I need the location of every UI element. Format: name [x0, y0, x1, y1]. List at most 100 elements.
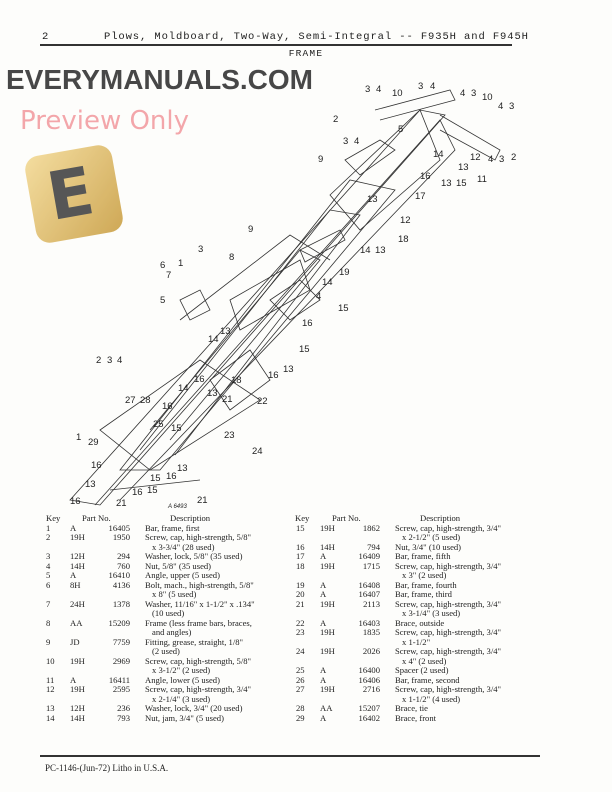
callout-label: 15 — [299, 344, 310, 355]
callout-label: 18 — [231, 375, 242, 386]
part-number-cell: 16405 — [108, 522, 130, 533]
callout-label: 15 — [147, 485, 158, 496]
part-prefix-cell: 19H — [320, 646, 335, 656]
part-prefix-cell: 19H — [320, 560, 335, 571]
callout-label: 14 — [360, 245, 371, 256]
callout-label: 16 — [162, 401, 173, 412]
callout-label: 15 — [150, 473, 161, 484]
part-prefix-cell: A — [320, 551, 327, 561]
part-number-cell: 16403 — [358, 617, 380, 628]
key-cell: 11 — [46, 674, 55, 685]
description-line: Screw, cap, high-strength, 3/4" — [395, 627, 502, 637]
part-number-cell: 1862 — [362, 522, 380, 533]
callout-label: 25 — [153, 419, 164, 430]
callout-label: 13 — [207, 388, 218, 399]
description-line: Nut, 3/4" (10 used) — [395, 541, 462, 552]
key-cell: 21 — [296, 598, 305, 609]
callout-label: 3 — [471, 88, 476, 99]
callout-label: 13 — [458, 162, 469, 173]
part-number-cell: 2113 — [363, 598, 380, 609]
part-prefix-cell: AA — [70, 617, 83, 628]
part-prefix-cell: A — [320, 712, 327, 723]
key-cell: 3 — [46, 551, 51, 561]
watermark-logo-letter: E — [41, 152, 100, 236]
watermark-brand: EVERYMANUALS.COM — [6, 64, 313, 95]
description-line: Screw, cap, high-strength, 5/8" — [145, 655, 252, 666]
key-cell: 23 — [296, 627, 305, 637]
callout-label: 14 — [208, 334, 219, 345]
callout-label: 2 — [96, 355, 101, 366]
description-line: Bar, frame, fourth — [395, 579, 457, 590]
part-prefix-cell: 12H — [70, 551, 85, 561]
table-header: Key Part No. Description — [40, 513, 290, 524]
part-prefix-cell: A — [320, 579, 327, 590]
part-prefix-cell: 24H — [70, 598, 85, 609]
key-cell: 5 — [46, 570, 51, 580]
callout-label: 15 — [456, 178, 467, 189]
part-number-cell: 7759 — [112, 636, 130, 647]
description-line: x 2-1/4" (3 used) — [152, 693, 211, 704]
key-cell: 13 — [46, 703, 55, 713]
callout-label: 3 — [509, 101, 514, 112]
description-line: Screw, cap, high-strength, 5/8" — [145, 532, 252, 542]
description-line: Screw, cap, high-strength, 3/4" — [395, 598, 502, 609]
part-number-cell: 16402 — [358, 712, 380, 723]
callout-label: 12 — [470, 152, 481, 163]
part-prefix-cell: 19H — [320, 627, 335, 637]
callout-label: 18 — [398, 234, 409, 245]
description-line: Bar, frame, second — [395, 674, 460, 685]
key-cell: 4 — [46, 560, 51, 571]
part-number-cell: 16400 — [358, 665, 380, 675]
key-cell: 27 — [296, 684, 305, 694]
description-line: x 3-1/4" (3 used) — [402, 608, 461, 618]
description-line: Spacer (2 used) — [395, 665, 449, 675]
callout-label: 24 — [252, 446, 263, 457]
callout-label: 13 — [177, 463, 188, 474]
description-line: Bar, frame, fifth — [395, 551, 451, 561]
part-prefix-cell: 19H — [70, 684, 85, 694]
description-line: x 1-1/2" (4 used) — [402, 693, 461, 704]
part-number-cell: 2026 — [362, 646, 380, 656]
callout-label: 13 — [220, 326, 231, 337]
part-prefix-cell: A — [70, 674, 77, 685]
key-cell: 24 — [296, 646, 305, 656]
description-line: Brace, tie — [395, 703, 428, 713]
callout-label: 22 — [257, 396, 268, 407]
callout-label: 15 — [338, 303, 349, 314]
key-cell: 16 — [296, 541, 305, 552]
part-number-cell: 1715 — [362, 560, 380, 571]
part-prefix-cell: A — [70, 522, 77, 533]
part-prefix-cell: A — [320, 674, 327, 685]
footer-text: PC-1146-(Jun-72) Litho in U.S.A. — [45, 763, 169, 773]
callout-label: 16 — [194, 374, 205, 385]
part-prefix-cell: A — [320, 589, 327, 599]
description-line: Screw, cap, high-strength, 3/4" — [395, 684, 502, 694]
part-prefix-cell: 19H — [320, 522, 335, 533]
callout-label: 16 — [420, 171, 431, 182]
callout-label: 16 — [166, 471, 177, 482]
callout-label: 11 — [477, 174, 487, 185]
callout-label: 16 — [302, 318, 313, 329]
description-line: Screw, cap, high-strength, 3/4" — [395, 646, 502, 656]
callout-label: 3 — [343, 136, 348, 147]
header-part-no: Part No. — [82, 513, 111, 523]
callout-label: 2 — [511, 152, 516, 163]
part-number-cell: 16407 — [358, 589, 380, 599]
description-line: Washer, lock, 3/4" (20 used) — [145, 703, 243, 713]
callout-label: 13 — [441, 178, 452, 189]
